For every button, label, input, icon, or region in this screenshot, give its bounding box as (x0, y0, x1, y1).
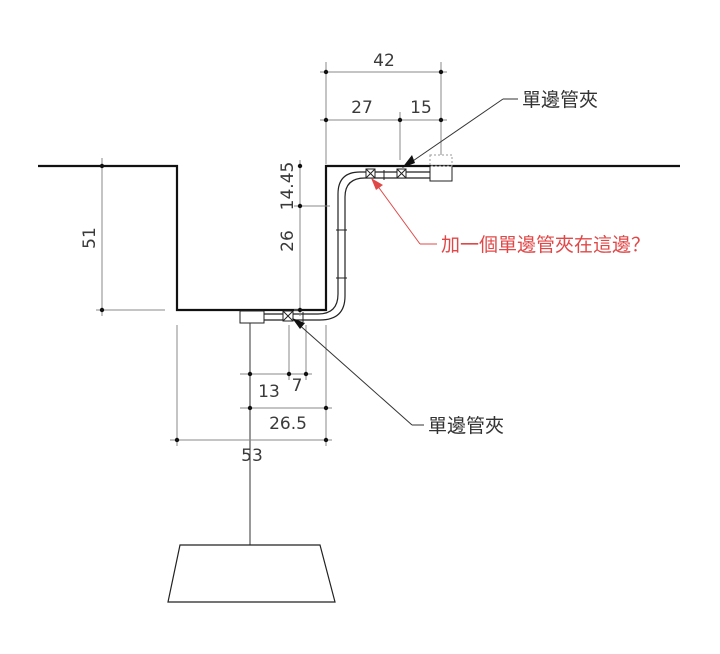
bottom-clamp-x2 (282, 310, 294, 322)
label-question: 加一個單邊管夾在這邊？ (441, 234, 650, 256)
dim-bottom-a: 13 (258, 382, 280, 402)
dim-vert-lower: 26 (278, 230, 298, 252)
dimension-dots (99, 69, 444, 443)
pipe-joints (302, 170, 385, 322)
stand-base (167, 544, 336, 603)
dim-bottom-b: 7 (292, 376, 303, 396)
arrow-question (371, 178, 383, 190)
dim-bottom-mid: 26.5 (269, 414, 307, 434)
top-clamp-right-x2 (396, 168, 407, 179)
leader-bottom-clamp (295, 321, 413, 426)
dim-bottom-total: 53 (241, 446, 263, 466)
leader-question (373, 180, 421, 245)
dim-vert-upper: 14.45 (278, 162, 298, 211)
dim-top-total: 42 (373, 51, 395, 71)
dim-top-left: 27 (351, 98, 373, 118)
arrow-top-clamp (402, 155, 415, 168)
label-clamp-bottom: 單邊管夾 (428, 415, 504, 437)
dim-left-depth: 51 (80, 227, 100, 249)
pipe (264, 171, 430, 321)
end-fitting-dashed (429, 154, 453, 167)
leader-top-clamp (406, 98, 504, 166)
arrow-bottom-clamp (292, 318, 305, 329)
dim-top-right: 15 (410, 98, 432, 118)
slab-outline (38, 164, 680, 312)
top-clamp-left-x2 (365, 168, 376, 179)
dimension-lines (96, 62, 447, 446)
bottom-block (239, 310, 265, 324)
label-clamp-top: 單邊管夾 (522, 89, 598, 111)
end-fitting (429, 165, 453, 182)
